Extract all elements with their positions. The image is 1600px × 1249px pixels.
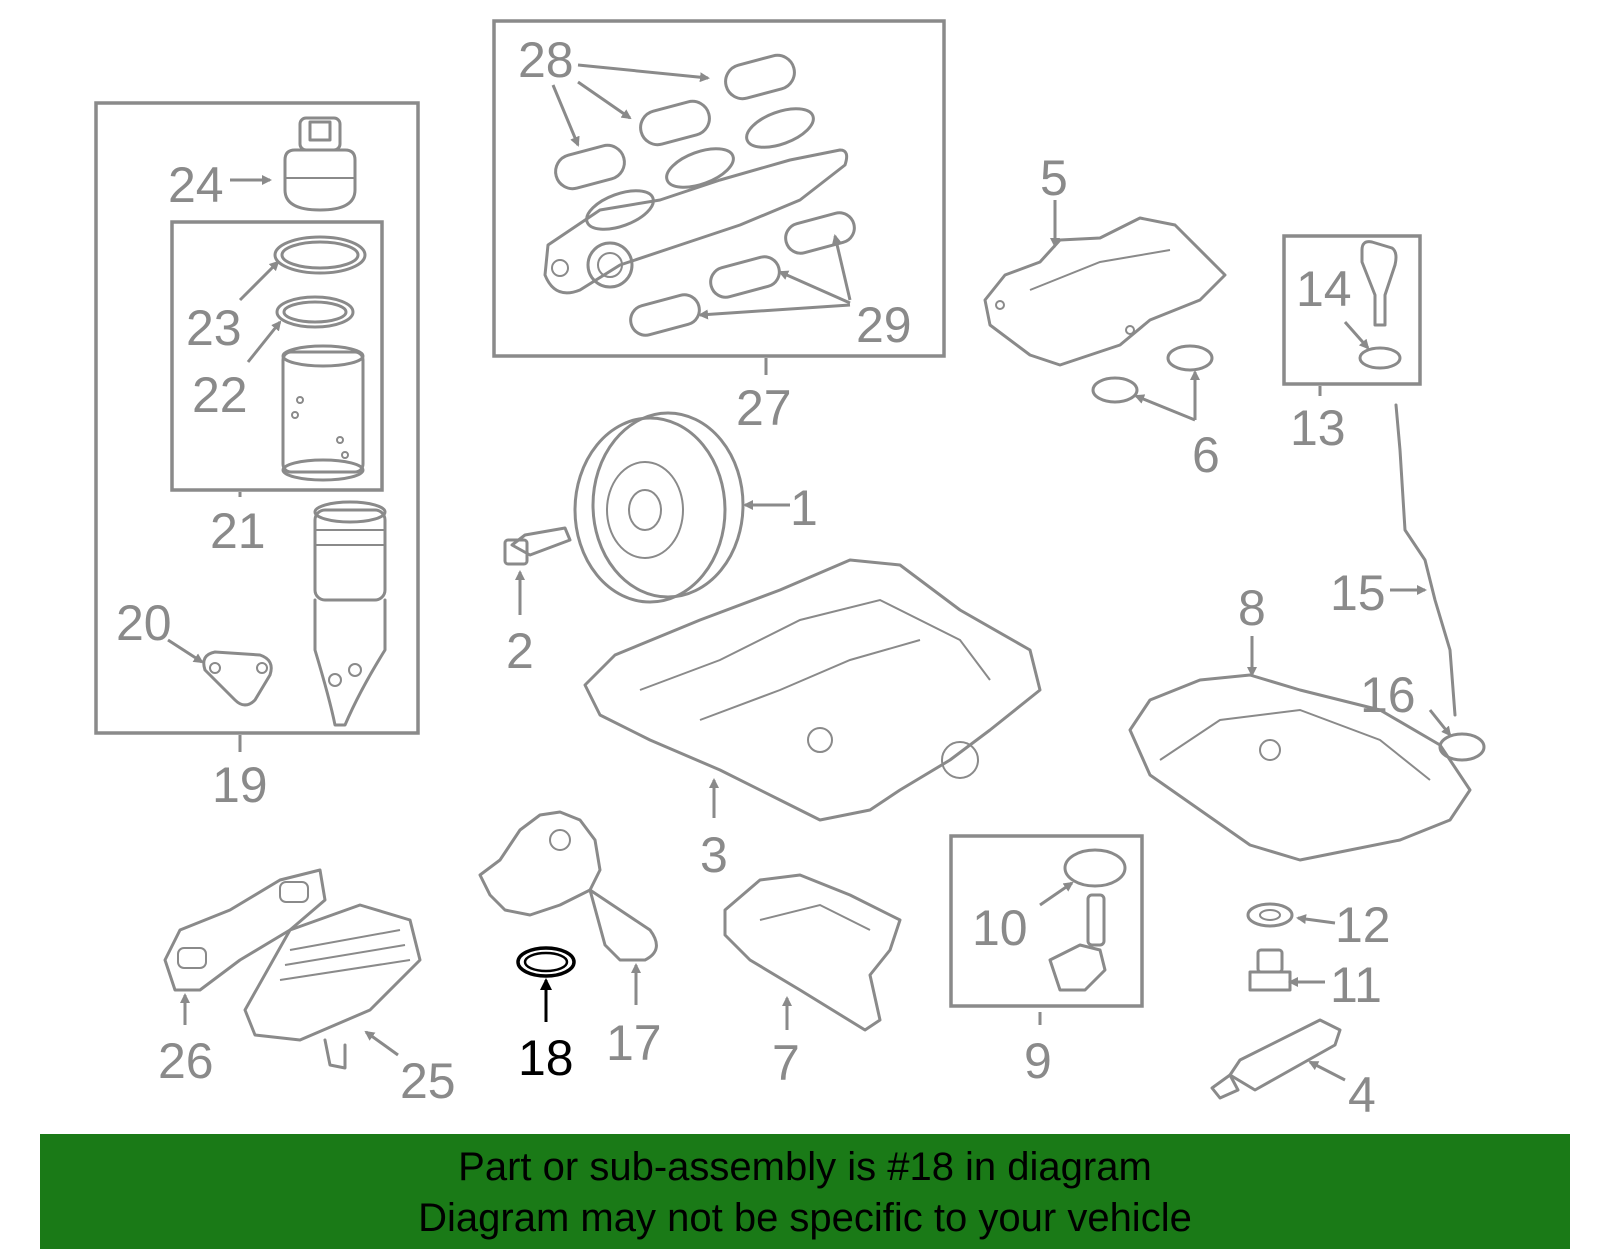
part-19-filter-housing [313,500,387,727]
part-14-dipstick-handle [1360,240,1398,327]
group-box-13 [1282,234,1422,386]
callout-12: 12 [1335,897,1391,953]
callout-18: 18 [518,1030,574,1086]
leader-lines [167,63,1452,1082]
part-1-pulley [573,411,745,604]
callout-24: 24 [168,157,224,213]
info-banner: Part or sub-assembly is #18 in diagram D… [40,1134,1570,1249]
part-25-oil-cooler [243,903,422,1070]
banner-line-part-number: Part or sub-assembly is #18 in diagram [458,1145,1152,1189]
callout-2: 2 [506,623,534,679]
part-14-o-ring [1358,346,1402,370]
part-8-oil-pan-lower [1128,673,1472,862]
part-2-bolt [503,526,572,566]
callout-9: 9 [1024,1033,1052,1089]
callout-29: 29 [856,297,912,353]
group-box-27 [492,19,946,358]
callout-3: 3 [700,827,728,883]
part-24-filter-cap [283,116,357,212]
part-10-seal [1063,848,1127,888]
callout-6: 6 [1192,427,1220,483]
callout-5: 5 [1040,150,1068,206]
callout-4: 4 [1348,1067,1376,1123]
group-box-19 [94,101,420,735]
callout-27: 27 [736,380,792,436]
callout-11: 11 [1330,957,1382,1013]
part-27-intake-manifold [543,107,849,295]
part-15-dipstick-tube [1394,403,1457,717]
callout-7: 7 [772,1035,800,1091]
callout-28: 28 [518,32,574,88]
callout-26: 26 [158,1033,214,1089]
part-12-washer [1246,902,1294,928]
part-5-cover [983,216,1227,367]
group-box-9 [949,834,1144,1008]
callout-16: 16 [1360,667,1416,723]
callout-8: 8 [1238,580,1266,636]
callout-17: 17 [606,1015,662,1071]
part-20-gasket [202,650,273,707]
part-22-seal-ring [275,295,355,329]
callout-13: 13 [1290,400,1346,456]
part-11-drain-plug [1248,948,1292,992]
callout-20: 20 [116,595,172,651]
callout-14: 14 [1296,261,1352,317]
group-box-21 [170,220,384,492]
callout-labels: 24 23 22 21 20 19 28 29 27 5 6 14 13 15 … [116,32,1416,1123]
callout-25: 25 [400,1053,456,1109]
callout-21: 21 [210,503,266,559]
part-3-oil-pan-upper [583,558,1042,822]
part-4-sealant-tube [1210,1018,1342,1100]
part-9-oil-level-sensor [1048,893,1107,992]
part-23-seal-ring [273,235,367,275]
callout-1: 1 [790,480,818,536]
part-17-oil-pump [478,810,658,962]
part-28-gaskets [554,53,796,191]
part-29-gaskets [629,211,856,337]
part-26-gasket [163,868,327,992]
callout-10: 10 [972,900,1028,956]
callout-23: 23 [186,300,242,356]
part-18-o-ring [516,946,576,978]
callout-19: 19 [212,757,268,813]
part-7-baffle [723,873,902,1032]
callout-15: 15 [1330,565,1386,621]
part-21-filter-element [281,344,365,482]
callout-22: 22 [192,367,248,423]
banner-line-disclaimer: Diagram may not be specific to your vehi… [418,1196,1192,1240]
parts-diagram: 24 23 22 21 20 19 28 29 27 5 6 14 13 15 … [94,19,1486,1123]
